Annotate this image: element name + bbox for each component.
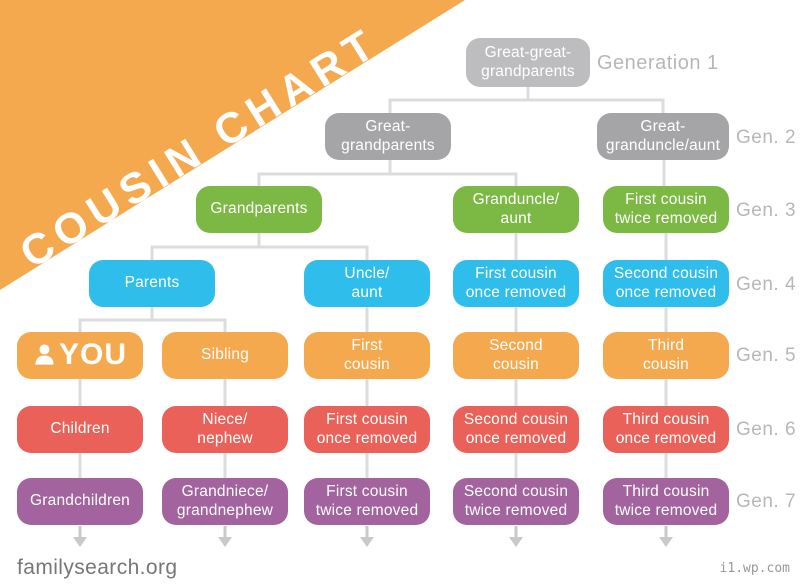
- node-uncle-aunt: Uncle/ aunt: [304, 260, 430, 307]
- node-second-cousin-once-removed-up: Second cousin once removed: [603, 260, 729, 307]
- node-great-granduncle-aunt: Great- granduncle/aunt: [597, 113, 729, 160]
- node-first-cousin-twice-removed-down: First cousin twice removed: [304, 478, 430, 525]
- node-granduncle-aunt: Granduncle/ aunt: [453, 186, 579, 233]
- generation-label-2: Gen. 2: [736, 127, 797, 148]
- generation-label-5: Gen. 5: [736, 345, 797, 366]
- node-first-cousin-twice-removed-up: First cousin twice removed: [603, 186, 729, 233]
- person-icon: [33, 339, 56, 376]
- node-second-cousin: Second cousin: [453, 332, 579, 379]
- you-label: YOU: [58, 338, 127, 372]
- generation-label-4: Gen. 4: [736, 274, 797, 295]
- node-great-grandparents: Great- grandparents: [325, 113, 451, 160]
- generation-label-1: Generation 1: [597, 52, 719, 74]
- node-children: Children: [17, 406, 143, 453]
- node-sibling: Sibling: [162, 332, 288, 379]
- node-grandchildren: Grandchildren: [17, 478, 143, 525]
- node-great-great-grandparents: Great-great- grandparents: [466, 38, 590, 87]
- down-arrowhead-icon: [73, 537, 673, 547]
- node-first-cousin-once-removed-up: First cousin once removed: [453, 260, 579, 307]
- node-first-cousin: First cousin: [304, 332, 430, 379]
- generation-label-7: Gen. 7: [736, 491, 797, 512]
- node-second-cousin-once-removed-down: Second cousin once removed: [453, 406, 579, 453]
- node-parents: Parents: [89, 260, 215, 307]
- node-grandparents: Grandparents: [196, 186, 322, 233]
- node-second-cousin-twice-removed: Second cousin twice removed: [453, 478, 579, 525]
- node-third-cousin-once-removed: Third cousin once removed: [603, 406, 729, 453]
- node-first-cousin-once-removed-down: First cousin once removed: [304, 406, 430, 453]
- node-niece-nephew: Niece/ nephew: [162, 406, 288, 453]
- node-third-cousin: Third cousin: [603, 332, 729, 379]
- node-you: YOU: [17, 332, 143, 379]
- node-grandniece-grandnephew: Grandniece/ grandnephew: [162, 478, 288, 525]
- generation-label-3: Gen. 3: [736, 200, 797, 221]
- generation-label-6: Gen. 6: [736, 419, 797, 440]
- watermark-text: i1.wp.com: [719, 561, 790, 576]
- node-third-cousin-twice-removed: Third cousin twice removed: [603, 478, 729, 525]
- down-arrow-icon: [78, 526, 668, 538]
- source-site-text: familysearch.org: [17, 556, 178, 579]
